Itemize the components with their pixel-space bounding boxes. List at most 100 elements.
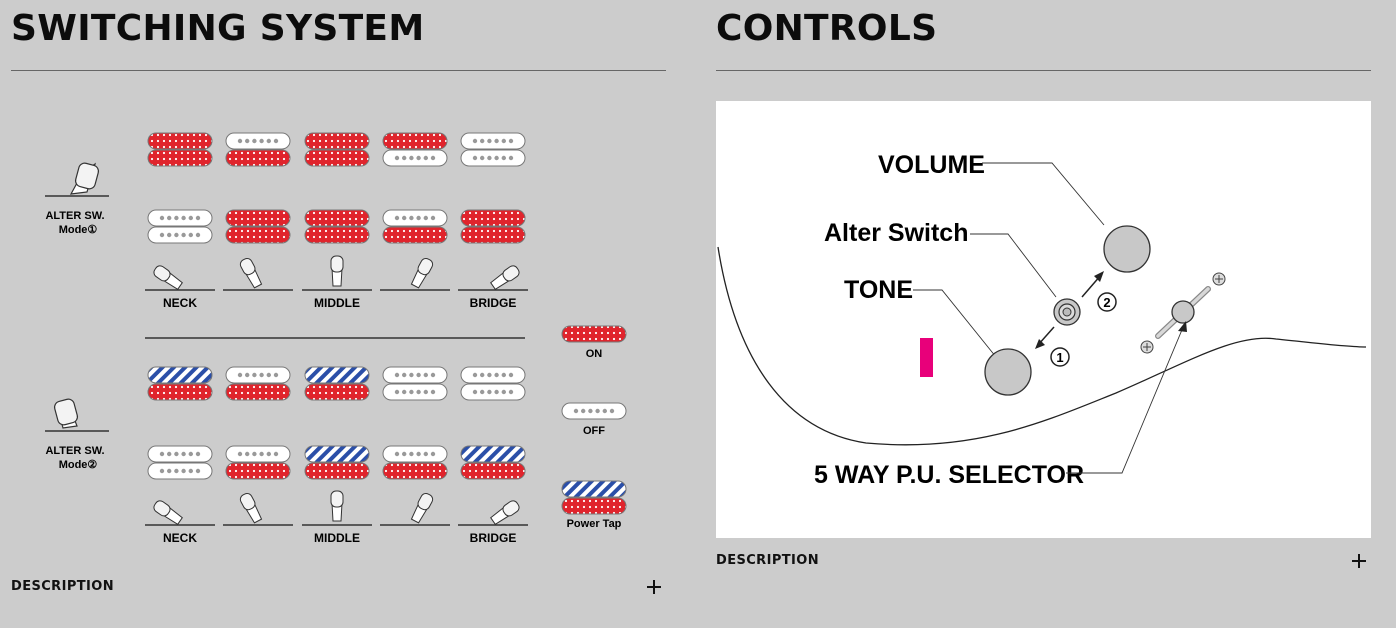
legend-power-tap-label: Power Tap <box>567 518 622 530</box>
volume-leader <box>982 162 1105 226</box>
pickup-coil <box>225 149 291 167</box>
pickup-coil <box>382 445 448 463</box>
humbucker-pickup <box>225 132 291 167</box>
legend-off-dot <box>602 408 607 414</box>
pickup-coil <box>304 383 370 401</box>
mode1-label-line1: ALTER SW. <box>45 210 104 222</box>
expand-plus-icon[interactable] <box>642 575 666 599</box>
marker-1-circle <box>1050 347 1070 367</box>
humbucker-pickup <box>225 209 291 244</box>
switching-description-label: DESCRIPTION <box>11 579 114 594</box>
pickup-coil <box>147 226 213 244</box>
pickup-coil <box>147 383 213 401</box>
pickup-coil <box>147 209 213 227</box>
screw-icon <box>1140 340 1154 354</box>
marker-2-circle <box>1097 292 1117 312</box>
pickup-coil <box>460 366 526 384</box>
humbucker-pickup <box>304 132 370 167</box>
legend-off-swatch <box>561 402 627 420</box>
pickup-coil <box>304 462 370 480</box>
humbucker-pickup <box>304 445 370 480</box>
pickup-coil <box>225 366 291 384</box>
pickup-coil <box>147 445 213 463</box>
selector-leader <box>1066 324 1185 474</box>
humbucker-pickup <box>225 445 291 480</box>
humbucker-pickup <box>460 445 526 480</box>
mode1-label-line2: Mode① <box>59 224 98 236</box>
switching-description-row[interactable]: DESCRIPTION <box>11 575 666 599</box>
legend-tap-swatch-top <box>561 480 627 498</box>
alter-switch-mode2-icon <box>45 398 109 432</box>
position-label-bridge: BRIDGE <box>470 296 517 310</box>
humbucker-pickup <box>147 209 213 244</box>
selector-lever-icon <box>145 265 215 291</box>
selector-lever-icon <box>380 492 450 526</box>
selector-label: 5 WAY P.U. SELECTOR <box>814 461 1084 489</box>
legend-off-dot <box>581 408 586 414</box>
selector-knob[interactable] <box>1171 300 1195 324</box>
selector-lever-icon <box>223 257 293 291</box>
pickup-coil <box>147 366 213 384</box>
switching-diagram: ALTER SW. Mode① ALTER SW. Mode② NECK MID… <box>45 132 627 545</box>
pickup-coil <box>304 226 370 244</box>
pickup-coil <box>225 462 291 480</box>
selector-lever-icon <box>302 255 372 291</box>
pickup-coil <box>304 132 370 150</box>
selector-leader-head <box>1178 321 1187 332</box>
pickup-coil <box>225 445 291 463</box>
arrow-up-head <box>1094 271 1104 282</box>
pickup-coil <box>460 383 526 401</box>
humbucker-pickup <box>382 132 448 167</box>
pickup-coil <box>460 132 526 150</box>
humbucker-pickup <box>382 445 448 480</box>
pickup-coil <box>382 226 448 244</box>
position-label-neck-2: NECK <box>163 531 197 545</box>
pickup-coil <box>225 226 291 244</box>
pickup-coil <box>382 366 448 384</box>
mode2-label-line1: ALTER SW. <box>45 445 104 457</box>
humbucker-pickup <box>460 366 526 401</box>
controls-description-label: DESCRIPTION <box>716 553 819 568</box>
screw-icon <box>1212 272 1226 286</box>
tone-knob[interactable] <box>984 348 1032 396</box>
controls-title: CONTROLS <box>716 8 938 49</box>
pickup-coil <box>304 209 370 227</box>
selector-lever-icon <box>458 265 528 291</box>
alter-switch-leader <box>970 233 1057 298</box>
position-label-middle: MIDDLE <box>314 296 360 310</box>
pickup-coil <box>460 462 526 480</box>
alter-switch-knob[interactable] <box>1053 298 1081 326</box>
pickup-coil <box>460 226 526 244</box>
pickup-coil <box>225 383 291 401</box>
legend-off-dot <box>595 408 600 414</box>
pickup-coil <box>460 149 526 167</box>
controls-description-row[interactable]: DESCRIPTION <box>716 549 1371 573</box>
selector-lever-icon <box>302 490 372 526</box>
humbucker-pickup <box>382 366 448 401</box>
alter-switch-label: Alter Switch <box>824 219 968 247</box>
legend-off-dot <box>609 408 615 414</box>
pickup-coil <box>225 209 291 227</box>
tone-label: TONE <box>844 276 913 304</box>
legend-off-dot <box>588 408 593 414</box>
volume-knob[interactable] <box>1103 225 1151 273</box>
legend-on-label: ON <box>586 348 603 360</box>
pickup-coil <box>147 462 213 480</box>
controls-divider <box>716 70 1371 71</box>
pickup-coil <box>460 209 526 227</box>
pickup-coil <box>304 149 370 167</box>
pickup-coil <box>460 445 526 463</box>
controls-diagram-panel: VOLUME Alter Switch 2 1 TONE <box>716 101 1371 538</box>
selector-lever-icon <box>223 492 293 526</box>
humbucker-pickup <box>382 209 448 244</box>
pickup-coil <box>382 383 448 401</box>
position-marker <box>920 338 933 377</box>
humbucker-pickup <box>147 366 213 401</box>
alter-switch-mode1-icon <box>45 162 109 197</box>
switching-divider <box>11 70 666 71</box>
expand-plus-icon[interactable] <box>1347 549 1371 573</box>
legend-off-dot <box>573 408 579 414</box>
marker-2-label: 2 <box>1103 295 1110 310</box>
humbucker-pickup <box>147 445 213 480</box>
volume-label: VOLUME <box>878 151 985 179</box>
